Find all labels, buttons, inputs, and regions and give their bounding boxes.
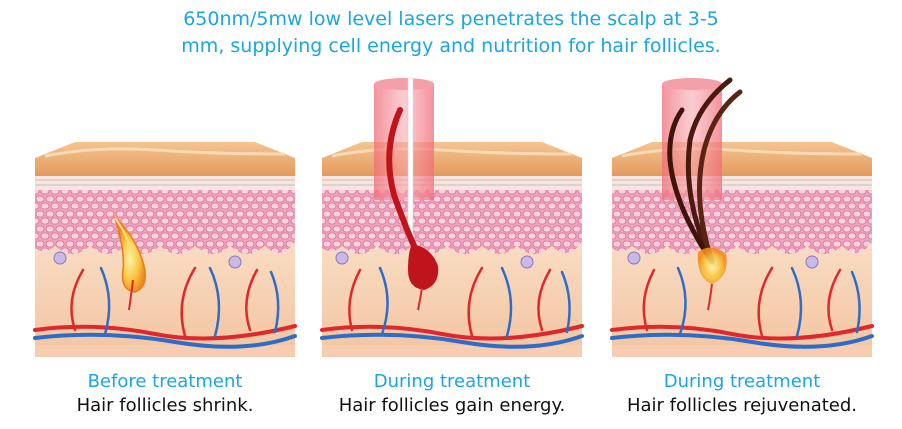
blood-vessels-2	[320, 266, 584, 349]
stage-description: Hair follicles rejuvenated.	[626, 395, 858, 416]
cell-layer	[35, 190, 295, 254]
caption-during: During treatment Hair follicles gain ene…	[302, 370, 602, 418]
headline-line-2: mm, supplying cell energy and nutrition …	[181, 35, 721, 57]
caption-after: During treatment Hair follicles rejuvena…	[592, 370, 892, 418]
epidermis-top	[35, 142, 295, 176]
follicle-energized	[386, 107, 439, 311]
headline: 650nm/5mw low level lasers penetrates th…	[0, 6, 902, 60]
laser-beam	[374, 77, 434, 239]
stage-label: Before treatment	[87, 371, 243, 392]
headline-line-1: 650nm/5mw low level lasers penetrates th…	[183, 8, 719, 30]
skin-block-laser	[320, 77, 584, 357]
follicle-shrunk	[113, 215, 146, 311]
blood-vessels	[33, 266, 297, 349]
stage-description: Hair follicles gain energy.	[338, 395, 566, 416]
caption-before: Before treatment Hair follicles shrink.	[15, 370, 315, 418]
skin-block-rejuvenated	[610, 77, 874, 357]
follicle-glow	[697, 247, 727, 284]
stage-description: Hair follicles shrink.	[76, 395, 254, 416]
stage-label: During treatment	[663, 371, 821, 392]
skin-block-before	[33, 142, 297, 357]
blood-vessels-3	[610, 266, 874, 349]
stage-label: During treatment	[373, 371, 531, 392]
